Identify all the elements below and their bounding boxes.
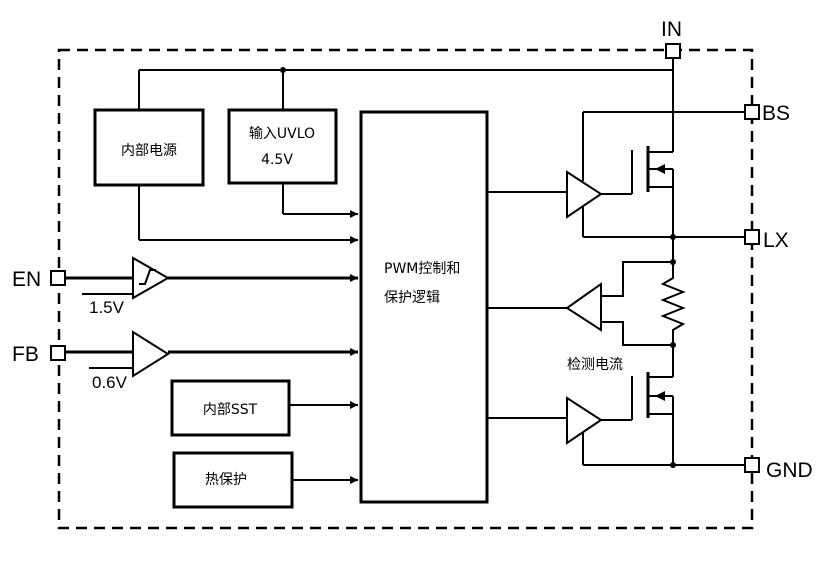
internal-power-signal [138,185,358,244]
current-sense-amplifier [487,261,673,346]
lx-pin-label: LX [763,229,789,252]
uvlo-signal [282,183,358,218]
internal-power-block [93,108,205,187]
thermal-protection-label: 热保护 [205,472,247,488]
ground-net [583,462,745,468]
internal-sst-block [170,379,291,437]
uvlo-label-line1: 输入UVLO [249,126,315,142]
fb-pin-pad [50,345,66,361]
fb-reference-label: 0.6V [92,373,128,392]
en-comparator [65,256,358,300]
high-side-driver [487,112,633,237]
supply-rail [138,58,674,142]
internal-sst-label: 内部SST [203,402,258,418]
low-side-driver [487,376,633,465]
pwm-logic-block [359,110,489,504]
switch-node [583,187,745,265]
fb-pin-label: FB [12,343,39,366]
low-side-mosfet [646,345,674,465]
high-side-mosfet [646,142,674,192]
uvlo-label-line2: 4.5V [261,152,293,168]
fb-error-amplifier [65,330,358,378]
bs-pin-label: BS [762,102,790,125]
gnd-pin-label: GND [766,459,813,482]
pwm-label-line1: PWM控制和 [384,261,460,277]
bs-pin-pad [744,104,760,120]
in-pin-pad [665,43,681,59]
current-sense-label: 检测电流 [567,357,623,373]
sense-resistor [660,262,686,345]
en-pin-pad [50,270,66,286]
in-pin-label: IN [661,18,682,41]
en-pin-label: EN [12,268,41,291]
pwm-label-line2: 保护逻辑 [384,290,440,306]
en-threshold-label: 1.5V [89,298,125,317]
internal-power-label: 内部电源 [121,143,177,159]
uvlo-block [227,108,338,185]
lx-pin-pad [744,229,760,245]
gnd-pin-pad [744,457,760,473]
chip-boundary [57,48,754,530]
